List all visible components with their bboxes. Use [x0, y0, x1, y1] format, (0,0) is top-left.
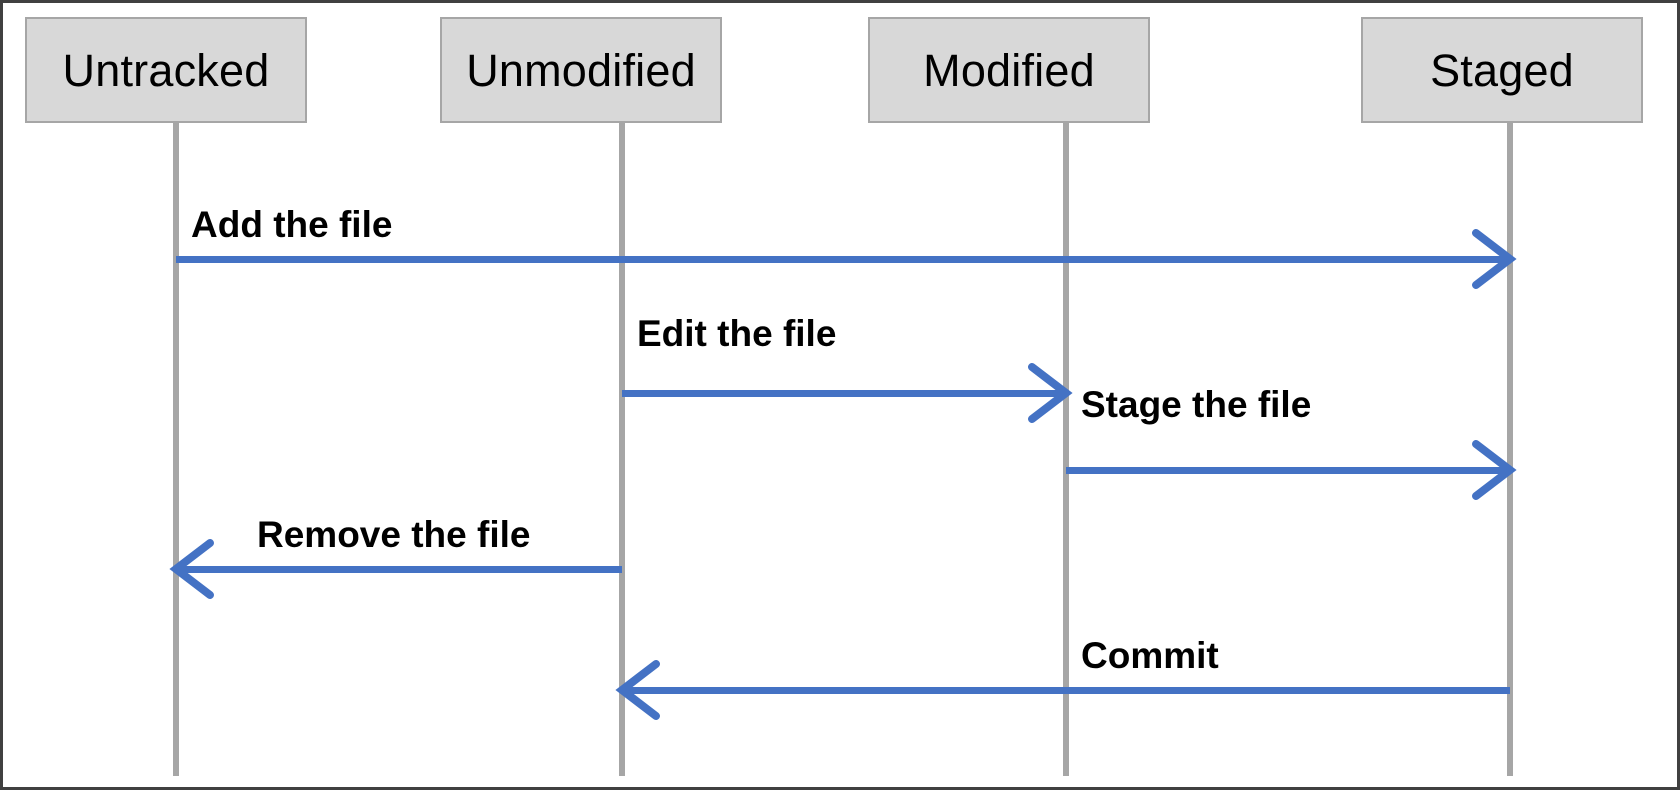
message-line-commit[interactable] — [622, 687, 1510, 694]
message-line-add-the-file[interactable] — [176, 256, 1510, 263]
participant-label-staged: Staged — [1430, 44, 1574, 96]
participant-box-staged[interactable]: Staged — [1361, 17, 1643, 123]
message-label-remove-the-file: Remove the file — [257, 514, 531, 555]
message-line-stage-the-file[interactable] — [1066, 467, 1510, 474]
message-label-add-the-file: Add the file — [191, 204, 393, 245]
message-label-commit: Commit — [1081, 635, 1219, 676]
lifeline-stem-unmodified — [619, 121, 625, 776]
lifeline-stem-untracked — [173, 121, 179, 776]
participant-label-untracked: Untracked — [62, 44, 270, 96]
message-label-edit-the-file: Edit the file — [637, 313, 837, 354]
participant-label-unmodified: Unmodified — [466, 44, 696, 96]
lifeline-stem-modified — [1063, 121, 1069, 776]
message-line-remove-the-file[interactable] — [176, 566, 622, 573]
message-label-stage-the-file: Stage the file — [1081, 384, 1312, 425]
message-line-edit-the-file[interactable] — [622, 390, 1066, 397]
participant-box-unmodified[interactable]: Unmodified — [440, 17, 722, 123]
participant-box-untracked[interactable]: Untracked — [25, 17, 307, 123]
participant-box-modified[interactable]: Modified — [868, 17, 1150, 123]
lifeline-stem-staged — [1507, 121, 1513, 776]
participant-label-modified: Modified — [923, 44, 1095, 96]
